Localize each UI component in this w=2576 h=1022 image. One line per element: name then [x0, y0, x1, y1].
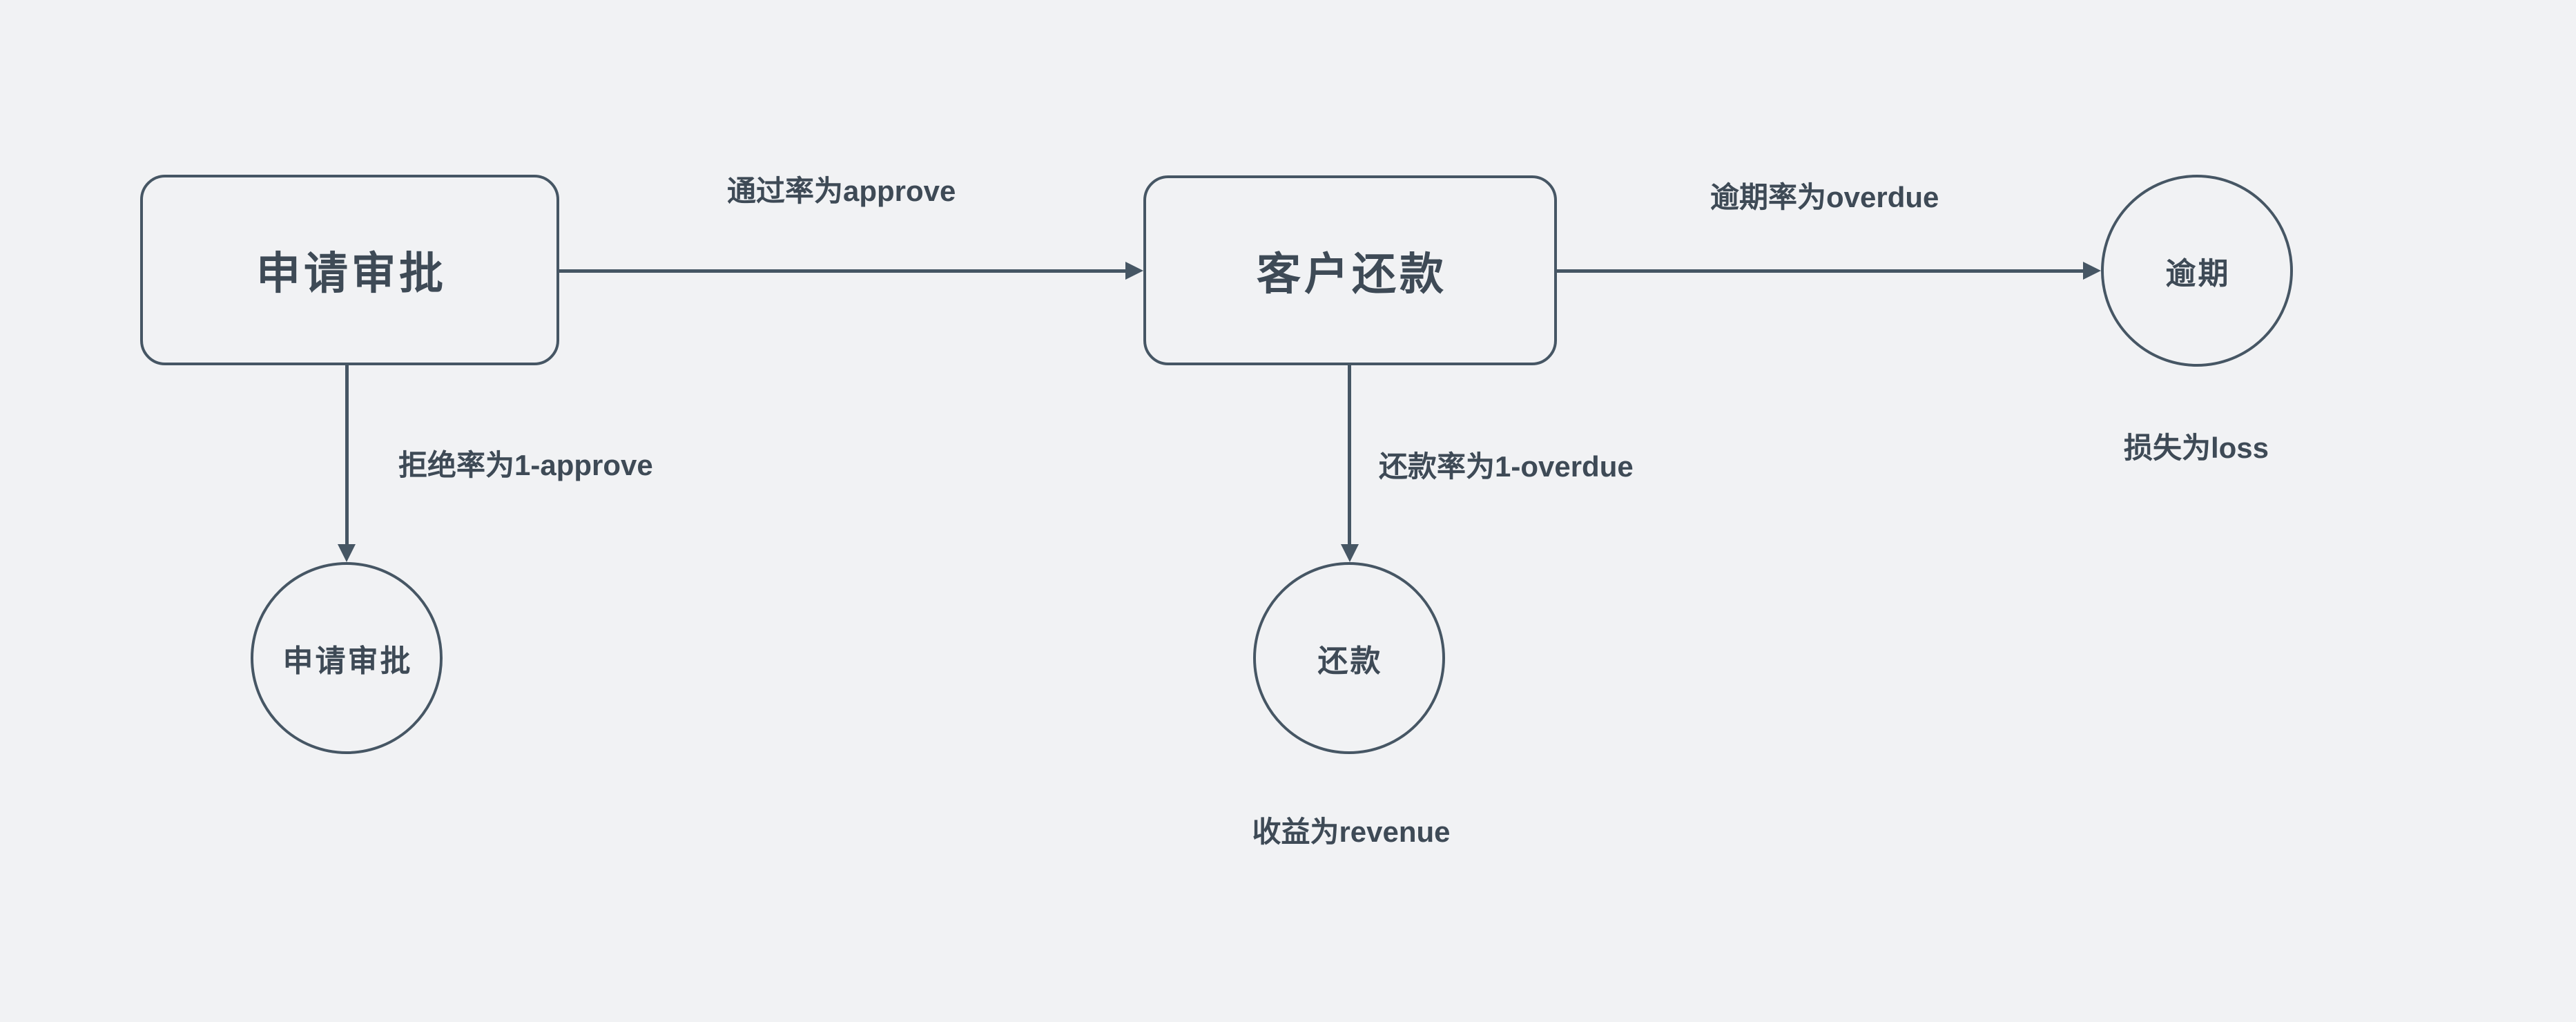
annotation-revenue: 收益为revenue [1252, 816, 1451, 848]
node-repaid-circle[interactable]: 还款 [1253, 562, 1445, 754]
edge-overdue-label: 逾期率为overdue [1710, 181, 1939, 213]
edge-approve-arrowhead-icon [1125, 262, 1143, 280]
node-customer-repayment[interactable]: 客户还款 [1143, 175, 1557, 365]
edge-repay-line [1348, 365, 1351, 546]
edge-repay-label: 还款率为1-overdue [1379, 450, 1634, 483]
edge-overdue-line [1557, 269, 2084, 273]
node-customer-repayment-label: 客户还款 [1257, 249, 1447, 299]
edge-approve-label: 通过率为approve [727, 175, 956, 207]
node-rejected-label: 申请审批 [282, 644, 413, 678]
node-application-approval-label: 申请审批 [256, 249, 447, 298]
edge-reject-arrowhead-icon [338, 544, 356, 562]
node-overdue-circle[interactable]: 逾期 [2101, 175, 2293, 367]
annotation-loss: 损失为loss [2123, 432, 2269, 464]
edge-reject-line [345, 365, 349, 546]
node-repaid-label: 还款 [1317, 644, 1383, 678]
edge-reject-label: 拒绝率为1-approve [398, 449, 653, 481]
node-application-approval[interactable]: 申请审批 [140, 175, 559, 365]
node-rejected-circle[interactable]: 申请审批 [251, 562, 443, 754]
node-overdue-label: 逾期 [2165, 257, 2231, 291]
edge-approve-line [559, 269, 1127, 273]
edge-repay-arrowhead-icon [1341, 544, 1359, 562]
edge-overdue-arrowhead-icon [2083, 262, 2101, 280]
